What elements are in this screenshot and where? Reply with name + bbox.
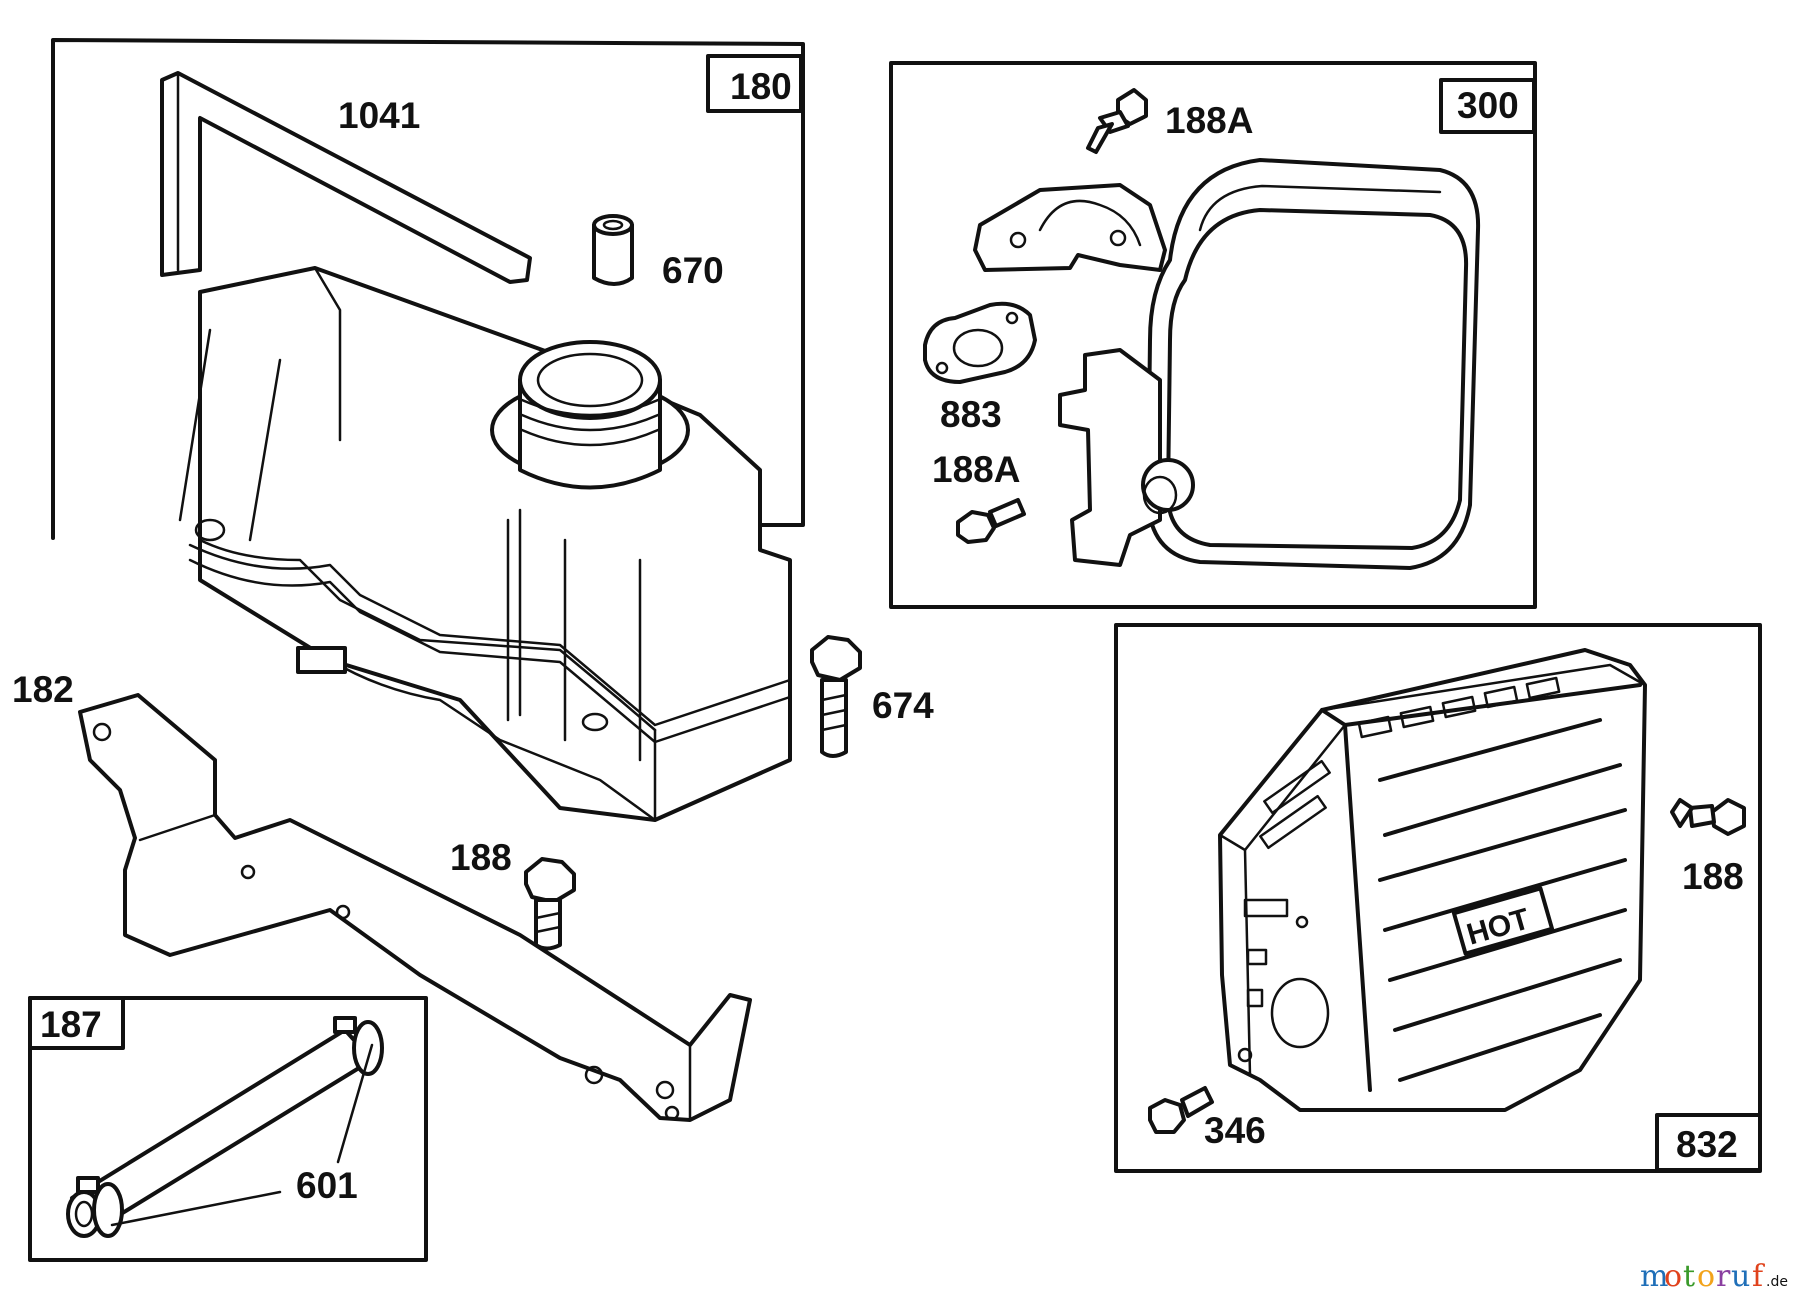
- fuel-line-box-number: 187: [40, 1004, 102, 1045]
- bushing: [592, 214, 634, 286]
- tank-screw-label: 674: [872, 685, 934, 726]
- tank-mount-bracket: [78, 693, 752, 1122]
- tank-screw: [810, 635, 862, 758]
- guard-screw-left: [1148, 1086, 1214, 1134]
- muffler-guard: HOT: [1218, 648, 1647, 1112]
- watermark-letter-2: o: [1664, 1259, 1682, 1294]
- watermark-letter-7: f: [1752, 1259, 1765, 1294]
- guard-screw-left-label: 346: [1204, 1110, 1266, 1151]
- watermark-letter-6: u: [1731, 1259, 1750, 1294]
- watermark-letter-5: r: [1716, 1259, 1731, 1294]
- exhaust-gasket-label: 883: [940, 394, 1002, 435]
- muffler-screw-top: [1086, 88, 1148, 154]
- fuel-tank-bracket: [160, 71, 532, 284]
- fuel-line-box: 187: [28, 996, 428, 1262]
- muffler-assembly-box: 300: [889, 61, 1537, 609]
- muffler: [973, 158, 1481, 570]
- muffler-assembly-box-number: 300: [1457, 85, 1519, 126]
- watermark-suffix: .de: [1766, 1274, 1788, 1290]
- muffler-screw-lower: [956, 498, 1026, 544]
- hose-clamp-leader-1: [336, 1043, 374, 1164]
- tank-mount-bracket-label: 182: [12, 669, 74, 710]
- watermark-letter-1: m: [1640, 1259, 1668, 1294]
- guard-top-slots: [1357, 676, 1561, 739]
- hose-clamp-leader-2: [110, 1190, 282, 1227]
- guard-screw-right-label: 188: [1682, 856, 1744, 897]
- fuel-tank-bracket-label: 1041: [338, 95, 420, 136]
- tank-assembly-box-number: 180: [730, 66, 792, 107]
- muffler-screw-lower-label: 188A: [932, 449, 1020, 490]
- fuel-line-box-label-frame: [28, 996, 125, 1050]
- bushing-label: 670: [662, 250, 724, 291]
- muffler-screw-top-label: 188A: [1165, 100, 1253, 141]
- muffler-guard-box-number: 832: [1676, 1124, 1738, 1165]
- fuel-tank: [178, 266, 792, 822]
- watermark-letter-4: o: [1697, 1259, 1715, 1294]
- hose-clamp-label: 601: [296, 1165, 358, 1206]
- guard-side-slots: [1237, 759, 1331, 1063]
- hose-clamp-bottom: [76, 1176, 124, 1238]
- exhaust-gasket: [923, 301, 1037, 384]
- watermark-letter-3: t: [1683, 1259, 1695, 1294]
- watermark-logo: m o t o r u f .de: [1640, 1259, 1788, 1294]
- tank-assembly-box-label-frame: [706, 54, 803, 113]
- bracket-screw: [524, 857, 576, 951]
- hose-clamp-top: [333, 1016, 384, 1076]
- guard-screw-right: [1670, 798, 1746, 836]
- guard-diagonal-slots: [1378, 718, 1627, 1082]
- muffler-guard-box-label-frame: [1655, 1113, 1762, 1172]
- guard-hot-plate: [1451, 886, 1555, 956]
- bracket-screw-label: 188: [450, 837, 512, 878]
- tank-assembly-box: 180: [51, 38, 805, 540]
- muffler-guard-box: 832: [1114, 623, 1762, 1173]
- muffler-assembly-box-label-frame: [1439, 78, 1536, 134]
